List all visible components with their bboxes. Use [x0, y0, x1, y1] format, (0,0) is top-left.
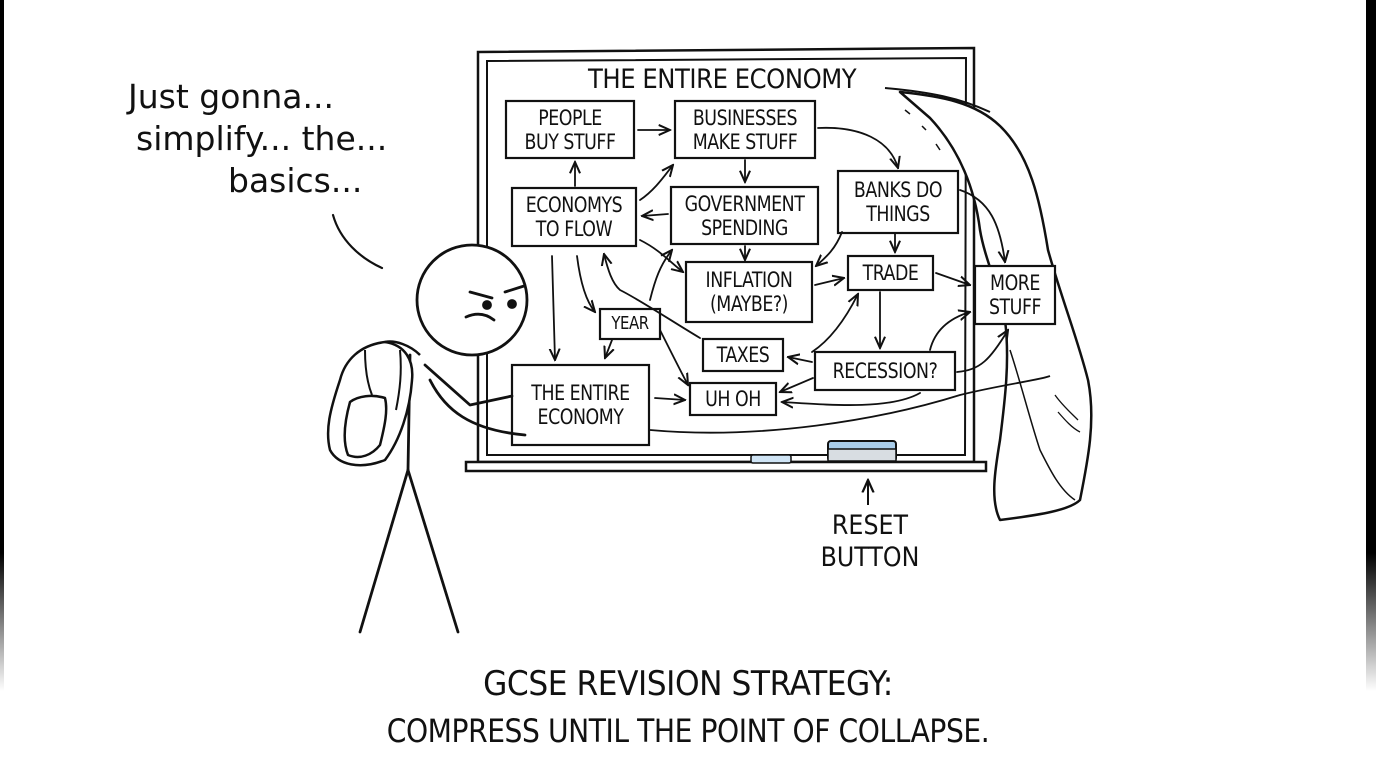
label-uh-oh: UH OH [705, 387, 761, 411]
label-recession: RECESSION? [832, 359, 938, 383]
head [415, 243, 529, 357]
board-title: THE ENTIRE ECONOMY [588, 64, 857, 95]
speech-text: Just gonna... simplify... the... basics.… [128, 76, 388, 202]
box-inflation [684, 260, 814, 324]
box-recession [813, 350, 957, 392]
box-trade [846, 254, 935, 292]
box-economys-to-flow [510, 186, 638, 248]
box-government-spending [669, 185, 820, 246]
box-more-stuff [973, 264, 1057, 326]
label-more-stuff: MORE STUFF [988, 271, 1042, 319]
caption-title: GCSE REVISION STRATEGY: [483, 664, 893, 704]
label-inflation: INFLATION (MAYBE?) [705, 268, 793, 316]
frame-edge-right [1366, 0, 1376, 768]
label-taxes: TAXES [716, 343, 770, 367]
caption-subtitle: COMPRESS UNTIL THE POINT OF COLLAPSE. [386, 712, 990, 750]
reset-button-icon [827, 440, 897, 462]
marker-icon [750, 454, 792, 464]
backpack-icon [326, 340, 421, 467]
label-economys-to-flow: ECONOMYS TO FLOW [525, 193, 623, 241]
frame-edge-left [0, 0, 4, 768]
stick-figure [331, 213, 529, 634]
speech-line-1: Just gonna... [128, 77, 334, 116]
box-businesses-make-stuff [673, 99, 817, 160]
box-people-buy-stuff [504, 99, 636, 160]
label-government-spending: GOVERNMENT SPENDING [684, 191, 805, 240]
label-entire-economy: THE ENTIRE ECONOMY [531, 381, 630, 429]
label-businesses-make-stuff: BUSINESSES MAKE STUFF [692, 105, 798, 154]
speech-line-3: basics... [228, 161, 363, 200]
label-trade: TRADE [862, 261, 919, 285]
box-year [598, 307, 662, 341]
box-taxes [701, 337, 785, 373]
label-people-buy-stuff: PEOPLE BUY STUFF [524, 105, 616, 154]
comic-drawing [326, 46, 1093, 634]
cloth-sheet [898, 90, 1093, 522]
speech-line-2: simplify... the... [136, 119, 388, 158]
box-banks-do-things [836, 169, 960, 235]
speech-tail [331, 213, 384, 270]
box-uh-oh [688, 381, 778, 417]
box-entire-economy [510, 363, 651, 447]
label-year: YEAR [611, 313, 649, 334]
reset-button-label: RESET BUTTON [820, 510, 920, 573]
label-banks-do-things: BANKS DO THINGS [853, 178, 943, 226]
